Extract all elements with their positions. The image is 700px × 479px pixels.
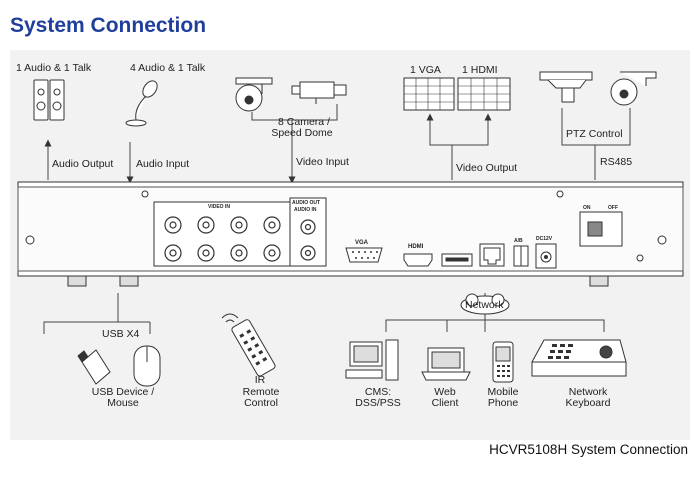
label-usb-device: USB Device / — [91, 386, 155, 398]
usb-port — [441, 253, 473, 267]
label-off: OFF — [608, 205, 618, 211]
label-ab: A/B — [514, 238, 523, 244]
label-on: ON — [583, 205, 591, 211]
label-audio-talk: 1 Audio & 1 Talk — [16, 62, 92, 74]
label-dc12v: DC12V — [536, 236, 553, 242]
label-ir: IR — [254, 374, 266, 386]
microphone-icon — [125, 80, 158, 127]
usb-stick-icon — [77, 349, 111, 385]
vga-port — [345, 247, 383, 263]
figure-caption: HCVR5108H System Connection — [489, 442, 688, 457]
label-vga: 1 VGA — [410, 64, 441, 76]
label-ptz-control: PTZ Control — [566, 128, 623, 140]
desktop-pc-icon — [345, 339, 399, 381]
label-usb-x4: USB X4 — [102, 328, 140, 340]
network-cloud-icon — [460, 293, 510, 315]
label-speed-dome: Speed Dome — [271, 127, 333, 139]
mouse-icon — [133, 345, 161, 387]
label-audio-input: Audio Input — [136, 158, 190, 170]
power-switch — [579, 211, 623, 247]
label-network: Network — [465, 299, 504, 311]
label-network-keyboard-1: Network — [568, 386, 608, 398]
network-keyboard-icon — [531, 339, 627, 377]
label-audio-out: AUDIO OUT — [292, 200, 321, 206]
laptop-icon — [421, 347, 471, 381]
ptz-camera-icon — [539, 71, 593, 103]
label-client: Client — [431, 397, 459, 409]
label-video-in: VIDEO IN — [208, 204, 230, 210]
label-hdmi-port: HDMI — [408, 244, 424, 250]
box-camera-icon — [291, 81, 347, 104]
label-rs485: RS485 — [600, 156, 633, 168]
label-cms: CMS: — [364, 386, 392, 398]
label-mobile: Mobile — [487, 386, 519, 398]
label-dss-pss: DSS/PSS — [355, 397, 401, 409]
label-audio-in: AUDIO IN — [294, 207, 317, 213]
label-camera: 8 Camera / — [278, 116, 330, 128]
speaker-icon — [33, 79, 65, 121]
hdmi-monitor-icon — [457, 77, 511, 111]
label-audio-talk-4: 4 Audio & 1 Talk — [130, 62, 206, 74]
rs485-terminal — [513, 245, 529, 267]
label-control: Control — [244, 397, 278, 409]
bnc-connectors — [164, 216, 316, 262]
label-remote: Remote — [242, 386, 280, 398]
label-video-input: Video Input — [296, 156, 349, 168]
label-hdmi: 1 HDMI — [462, 64, 498, 76]
label-network-keyboard-2: Keyboard — [565, 397, 611, 409]
label-web: Web — [434, 386, 456, 398]
ethernet-port — [479, 243, 505, 267]
label-vga-port: VGA — [355, 240, 369, 246]
label-video-output: Video Output — [456, 162, 518, 174]
mobile-phone-icon — [492, 341, 514, 383]
speed-dome-icon — [235, 77, 273, 112]
vga-monitor-icon — [403, 77, 455, 111]
dc-power-jack — [535, 243, 557, 269]
label-mouse: Mouse — [107, 397, 139, 409]
hdmi-port — [403, 253, 433, 267]
connection-lines — [43, 104, 631, 334]
diagram-title: System Connection — [10, 14, 207, 37]
ir-remote-icon — [221, 313, 276, 377]
ptz-dome-icon — [610, 71, 657, 106]
label-phone: Phone — [487, 397, 519, 409]
label-audio-output: Audio Output — [52, 158, 114, 170]
